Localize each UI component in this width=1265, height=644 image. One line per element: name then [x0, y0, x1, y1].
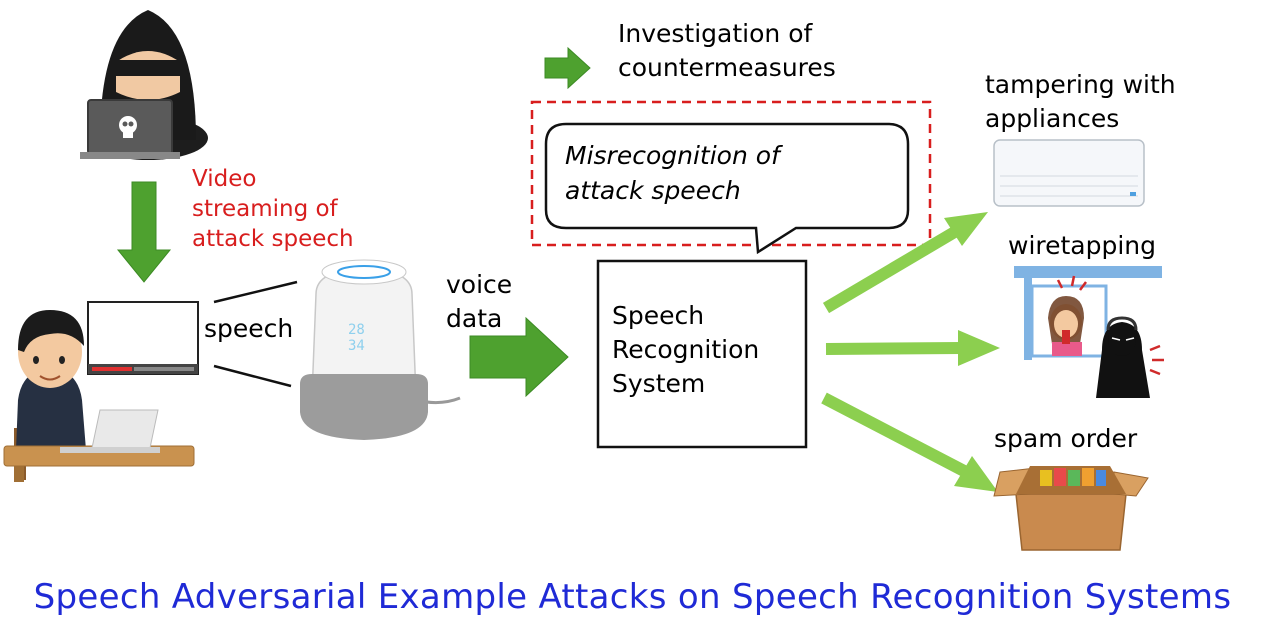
speech-recognition-system-box: [596, 259, 808, 449]
speech-line-bottom: [213, 364, 292, 388]
speech-label: speech: [204, 314, 294, 343]
speaker-display-bottom: 34: [348, 338, 365, 354]
countermeasures-dashed-box: [530, 100, 932, 247]
air-conditioner-icon: [993, 139, 1145, 207]
outcome-arrows: [821, 212, 1000, 492]
caption: Speech Adversarial Example Attacks on Sp…: [33, 577, 1232, 617]
speaker-display-top: 28: [348, 322, 365, 338]
cardboard-box-icon: [993, 466, 1149, 551]
spam-order-label: spam order: [994, 424, 1138, 453]
speech-line-top: [213, 280, 298, 304]
wiretapping-label: wiretapping: [1008, 231, 1157, 260]
voice-data-arrow-icon: [469, 316, 569, 398]
hacker-with-laptop-icon: [80, 10, 208, 160]
wiretapping-booth-icon: [1014, 266, 1164, 398]
down-arrow-icon: [116, 181, 172, 283]
student-with-laptop-icon: [3, 310, 195, 482]
smart-speaker-icon: 28 34: [300, 259, 461, 440]
video-screen-icon: [87, 301, 199, 375]
callout-bubble: [544, 122, 910, 255]
countermeasures-arrow-icon: [544, 46, 591, 90]
